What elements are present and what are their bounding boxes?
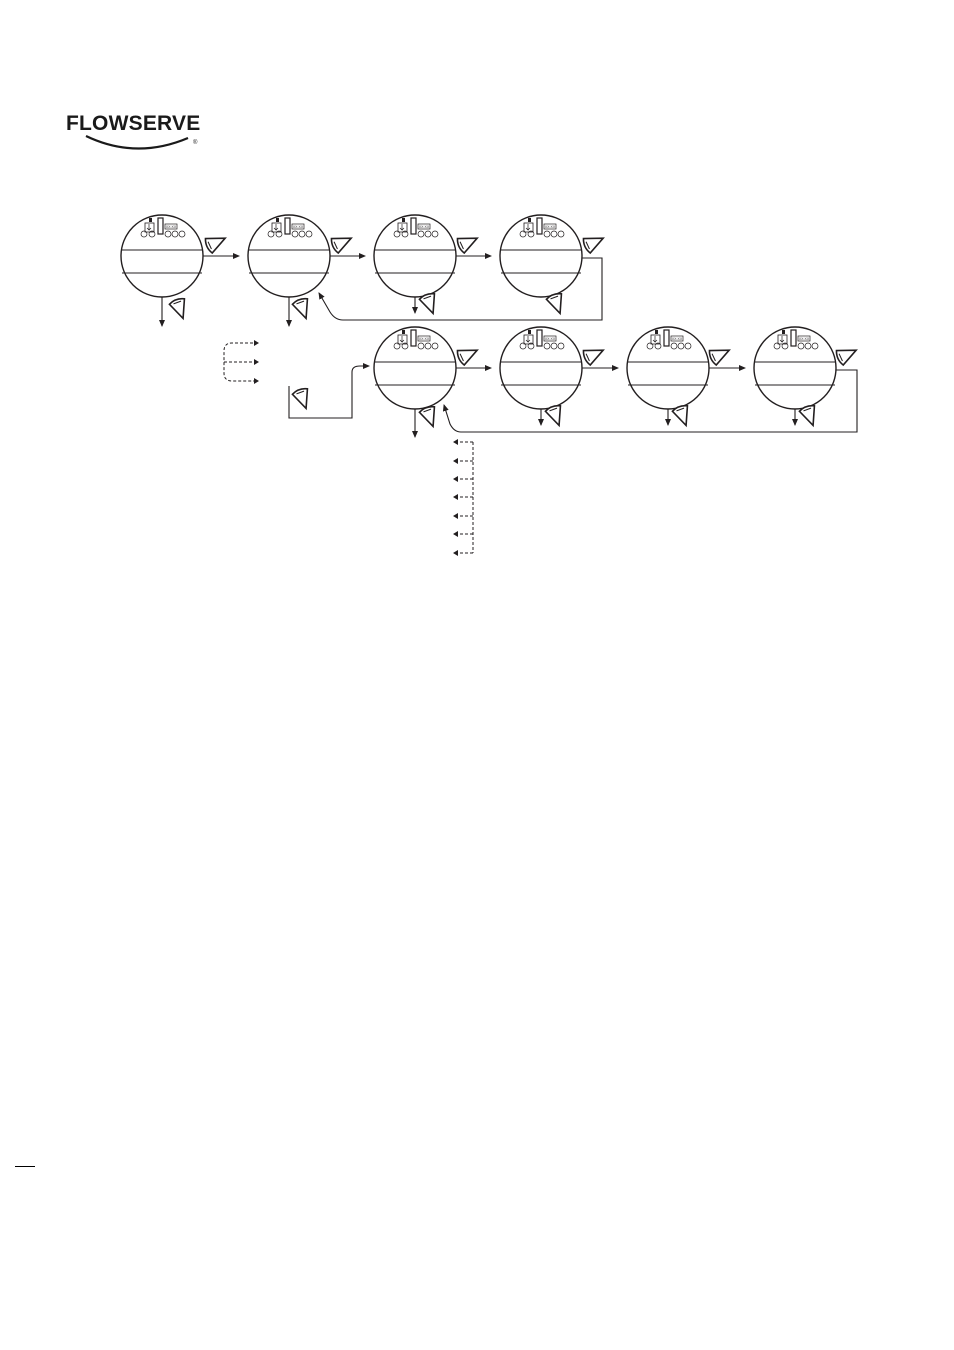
magnetic-wand-icon [454, 342, 482, 367]
magnetic-wand-icon [202, 230, 230, 255]
registered-mark: ® [193, 139, 198, 146]
magnetic-wand-icon [167, 296, 192, 322]
footer-rule [15, 1166, 35, 1167]
dashed-options-bottom [453, 439, 474, 556]
top-display-2 [247, 214, 331, 298]
top-display-4 [499, 214, 583, 298]
return-loop-bottom [442, 369, 858, 433]
magnetic-wand-icon [328, 230, 356, 255]
connector-to-bottom-row [288, 363, 370, 419]
bottom-display-1 [373, 326, 457, 410]
magnetic-wand-icon [580, 230, 608, 255]
magnetic-wand-icon [290, 386, 315, 412]
return-loop-top [318, 257, 603, 321]
magnetic-wand-icon [580, 342, 608, 367]
bottom-display-4 [753, 326, 837, 410]
bottom-display-3 [626, 326, 710, 410]
bottom-display-2 [499, 326, 583, 410]
magnetic-wand-icon [454, 230, 482, 255]
top-display-1 [120, 214, 204, 298]
magnetic-wand-icon [833, 342, 861, 367]
flowserve-logo: FLOWSERVE ® [66, 112, 206, 156]
magnetic-wand-icon [706, 342, 734, 367]
logo-swoosh: ® [85, 135, 198, 150]
magnetic-wand-icon [290, 296, 315, 322]
top-display-3 [373, 214, 457, 298]
dashed-options-left [223, 340, 259, 384]
logo-text: FLOWSERVE [66, 112, 201, 135]
